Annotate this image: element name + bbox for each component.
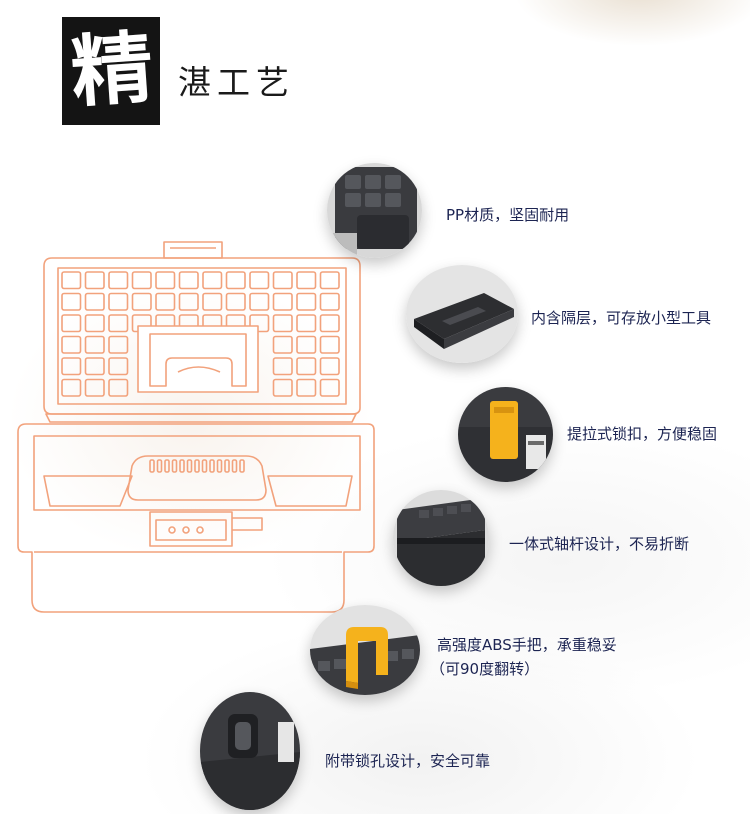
lid-grid-cell: [108, 357, 129, 376]
lid-grid-cell: [155, 271, 176, 290]
lid-grid-cell: [296, 314, 317, 333]
lid-grid-cell: [296, 378, 317, 397]
lid-grid-cell: [319, 314, 340, 333]
feature-label-5: 高强度ABS手把，承重稳妥: [437, 636, 617, 654]
feature-label-6: 附带锁孔设计，安全可靠: [325, 752, 491, 770]
lid-grid-cell: [272, 335, 293, 354]
lid-grid-cell: [131, 271, 152, 290]
lid-grid-cell: [108, 378, 129, 397]
feature-label-1: PP材质，坚固耐用: [446, 206, 570, 224]
lid-grid-cell: [319, 292, 340, 311]
lid-grid-cell: [272, 378, 293, 397]
lid-grid-cell: [84, 292, 105, 311]
lid-grid-cell: [108, 335, 129, 354]
feature-label-5-note: （可90度翻转）: [430, 660, 540, 678]
lid-grid-cell: [61, 357, 82, 376]
lid-grid-cell: [225, 292, 246, 311]
handle-ridge: [209, 459, 215, 473]
lid-grid-cell: [296, 271, 317, 290]
lid-grid-cell: [272, 357, 293, 376]
feature-label-4: 一体式轴杆设计，不易折断: [509, 535, 690, 553]
lid-grid-cell: [202, 271, 223, 290]
lid-grid-cell: [272, 271, 293, 290]
lid-grid: [61, 271, 340, 397]
page-title: 湛工艺: [178, 63, 295, 102]
lid-grid-cell: [108, 271, 129, 290]
handle-ridge: [201, 459, 208, 473]
lid-grid-cell: [319, 271, 340, 290]
lock-hole-closeup-icon: [200, 692, 300, 810]
lid-grid-cell: [84, 271, 105, 290]
handle-ridge: [224, 459, 230, 473]
handle-ridge: [186, 459, 193, 473]
feature-photo-5: [310, 605, 420, 695]
lid-grid-cell: [319, 357, 340, 376]
abs-handle-closeup-icon: [310, 605, 420, 695]
handle-ridge: [179, 459, 185, 473]
lid-grid-cell: [272, 314, 293, 333]
lid-grid-cell: [272, 292, 293, 311]
latch-closeup-icon: [458, 387, 553, 482]
lid-grid-cell: [249, 271, 270, 290]
handle-ridge: [194, 459, 200, 473]
lid-grid-cell: [249, 314, 270, 333]
handle-ridge: [164, 459, 170, 473]
lid-grid-cell: [61, 335, 82, 354]
lid-grid-cell: [202, 292, 223, 311]
feature-photo-3: [458, 387, 553, 482]
feature-photo-1: [327, 163, 422, 258]
handle-ridge: [216, 459, 223, 473]
handle-ridge: [149, 459, 155, 473]
seal-logo: 精: [62, 17, 160, 125]
handle-ridge: [156, 459, 163, 473]
lid-grid-cell: [84, 357, 105, 376]
lid-grid-cell: [178, 292, 199, 311]
lid-grid-cell: [61, 314, 82, 333]
lid-grid-cell: [296, 335, 317, 354]
inner-tray-icon: [406, 265, 518, 363]
lid-grid-cell: [108, 314, 129, 333]
lid-grid-cell: [296, 357, 317, 376]
lid-grid-cell: [61, 378, 82, 397]
lid-grid-cell: [249, 292, 270, 311]
lid-grid-cell: [84, 314, 105, 333]
feature-label-3: 提拉式锁扣，方便稳固: [567, 425, 718, 443]
lid-grid-cell: [319, 378, 340, 397]
lid-grid-cell: [296, 292, 317, 311]
lid-grid-cell: [178, 271, 199, 290]
lid-grid-cell: [84, 335, 105, 354]
handle-grid-closeup-icon: [327, 163, 422, 258]
lid-grid-cell: [225, 271, 246, 290]
feature-photo-2: [406, 265, 518, 363]
lid-grid-cell: [319, 335, 340, 354]
lid-grid-cell: [155, 292, 176, 311]
feature-photo-4: [393, 490, 489, 586]
handle-ridge: [171, 459, 178, 473]
handle-ridge: [231, 459, 238, 473]
lid-grid-cell: [84, 378, 105, 397]
feature-photo-6: [200, 692, 300, 810]
handle-ridge: [239, 459, 245, 473]
lid-grid-cell: [108, 292, 129, 311]
feature-label-2: 内含隔层，可存放小型工具: [531, 309, 712, 327]
lid-grid-cell: [131, 292, 152, 311]
lid-grid-cell: [61, 271, 82, 290]
lid-grid-cell: [61, 292, 82, 311]
handle-ridges: [149, 459, 245, 473]
hinge-axle-closeup-icon: [393, 490, 489, 586]
